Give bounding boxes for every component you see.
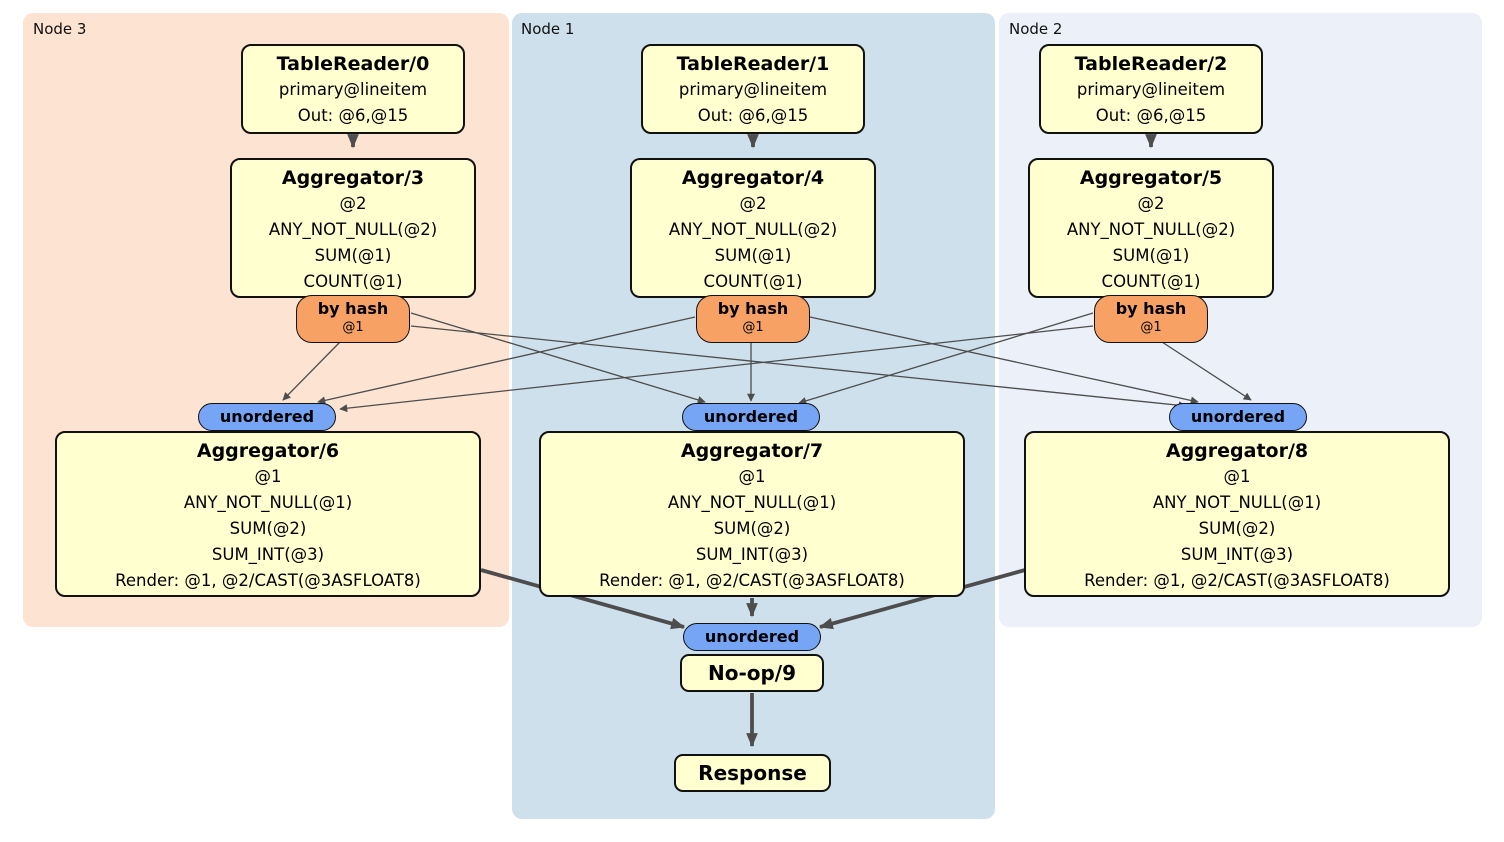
router-by-hash-5: by hash @1 [1094, 295, 1208, 343]
processor-detail: ANY_NOT_NULL(@2) [268, 220, 438, 239]
processor-title: Aggregator/6 [196, 440, 340, 462]
processor-tablereader-0: TableReader/0 primary@lineitem Out: @6,@… [241, 44, 465, 134]
sync-unordered-agg8: unordered [1169, 403, 1307, 431]
processor-detail: SUM_INT(@3) [695, 545, 809, 564]
processor-detail: COUNT(@1) [1101, 272, 1201, 291]
processor-detail: @2 [1137, 194, 1165, 213]
processor-detail: COUNT(@1) [703, 272, 803, 291]
processor-aggregator-7: Aggregator/7 @1 ANY_NOT_NULL(@1) SUM(@2)… [539, 431, 965, 597]
processor-detail: Render: @1, @2/CAST(@3ASFLOAT8) [599, 571, 905, 590]
node1-label: Node 1 [521, 20, 575, 38]
processor-detail: @1 [254, 467, 282, 486]
processor-detail: @2 [339, 194, 367, 213]
processor-title: Aggregator/3 [281, 167, 425, 189]
processor-title: TableReader/0 [276, 53, 430, 75]
router-detail: @1 [742, 320, 764, 335]
processor-aggregator-3: Aggregator/3 @2 ANY_NOT_NULL(@2) SUM(@1)… [230, 158, 476, 298]
processor-title: Aggregator/5 [1079, 167, 1223, 189]
processor-title: TableReader/2 [1074, 53, 1228, 75]
processor-aggregator-4: Aggregator/4 @2 ANY_NOT_NULL(@2) SUM(@1)… [630, 158, 876, 298]
sync-unordered-noop: unordered [683, 623, 821, 651]
processor-detail: ANY_NOT_NULL(@2) [1066, 220, 1236, 239]
processor-detail: ANY_NOT_NULL(@2) [668, 220, 838, 239]
sync-unordered-agg7: unordered [682, 403, 820, 431]
node3-label: Node 3 [33, 20, 87, 38]
processor-detail: Out: @6,@15 [297, 106, 409, 125]
router-label: by hash [1115, 299, 1187, 318]
processor-detail: @1 [1223, 467, 1251, 486]
router-by-hash-3: by hash @1 [296, 295, 410, 343]
processor-title: Aggregator/7 [680, 440, 824, 462]
processor-detail: ANY_NOT_NULL(@1) [667, 493, 837, 512]
processor-detail: SUM_INT(@3) [211, 545, 325, 564]
processor-detail: primary@lineitem [1076, 80, 1226, 99]
processor-detail: COUNT(@1) [303, 272, 403, 291]
processor-tablereader-1: TableReader/1 primary@lineitem Out: @6,@… [641, 44, 865, 134]
processor-aggregator-5: Aggregator/5 @2 ANY_NOT_NULL(@2) SUM(@1)… [1028, 158, 1274, 298]
router-detail: @1 [1140, 320, 1162, 335]
sync-unordered-agg6: unordered [198, 403, 336, 431]
processor-detail: SUM(@1) [314, 246, 392, 265]
processor-detail: Render: @1, @2/CAST(@3ASFLOAT8) [115, 571, 421, 590]
processor-detail: @2 [739, 194, 767, 213]
processor-noop-9: No-op/9 [680, 654, 824, 692]
processor-aggregator-6: Aggregator/6 @1 ANY_NOT_NULL(@1) SUM(@2)… [55, 431, 481, 597]
processor-detail: SUM(@1) [714, 246, 792, 265]
processor-title: TableReader/1 [676, 53, 830, 75]
processor-detail: primary@lineitem [278, 80, 428, 99]
response-node: Response [674, 754, 831, 792]
processor-detail: SUM(@2) [1198, 519, 1276, 538]
processor-title: Aggregator/4 [681, 167, 825, 189]
processor-detail: SUM(@1) [1112, 246, 1190, 265]
router-detail: @1 [342, 320, 364, 335]
processor-detail: SUM_INT(@3) [1180, 545, 1294, 564]
processor-title: Aggregator/8 [1165, 440, 1309, 462]
processor-detail: Out: @6,@15 [1095, 106, 1207, 125]
processor-detail: ANY_NOT_NULL(@1) [1152, 493, 1322, 512]
processor-tablereader-2: TableReader/2 primary@lineitem Out: @6,@… [1039, 44, 1263, 134]
processor-detail: SUM(@2) [229, 519, 307, 538]
processor-detail: SUM(@2) [713, 519, 791, 538]
router-by-hash-4: by hash @1 [696, 295, 810, 343]
processor-detail: ANY_NOT_NULL(@1) [183, 493, 353, 512]
router-label: by hash [317, 299, 389, 318]
node2-label: Node 2 [1009, 20, 1063, 38]
processor-aggregator-8: Aggregator/8 @1 ANY_NOT_NULL(@1) SUM(@2)… [1024, 431, 1450, 597]
processor-detail: Out: @6,@15 [697, 106, 809, 125]
router-label: by hash [717, 299, 789, 318]
processor-detail: primary@lineitem [678, 80, 828, 99]
processor-detail: @1 [738, 467, 766, 486]
processor-detail: Render: @1, @2/CAST(@3ASFLOAT8) [1084, 571, 1390, 590]
